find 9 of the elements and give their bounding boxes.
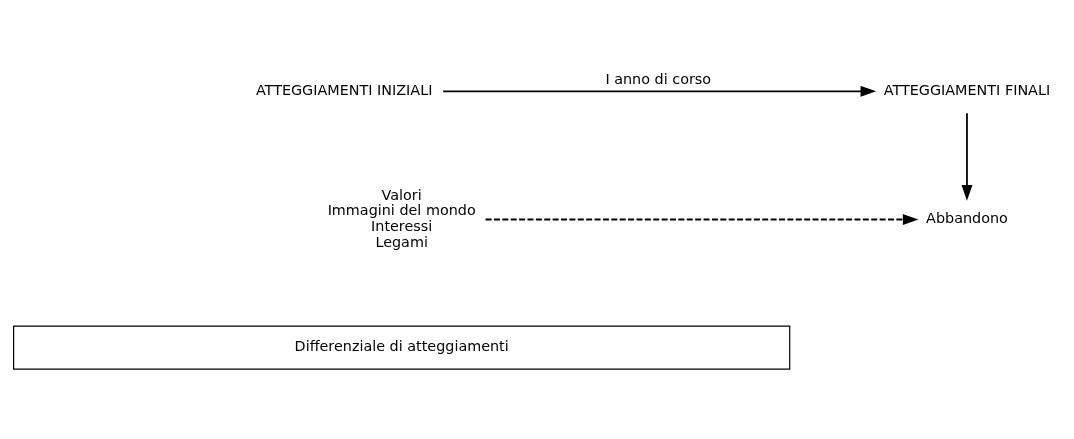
node-text: Valori Immagini del mondo Interessi Legami	[327, 186, 476, 250]
arrow	[442, 85, 877, 97]
edge-label: I anno di corso	[605, 70, 712, 87]
node-text: ATTEGGIAMENTI INIZIALI	[255, 82, 433, 99]
arrow	[961, 112, 973, 201]
node-box: Differenziale di atteggiamenti	[13, 325, 791, 370]
node-text: Abbandono	[926, 210, 1008, 227]
node-text: ATTEGGIAMENTI FINALI	[883, 82, 1051, 99]
arrow	[484, 214, 919, 225]
